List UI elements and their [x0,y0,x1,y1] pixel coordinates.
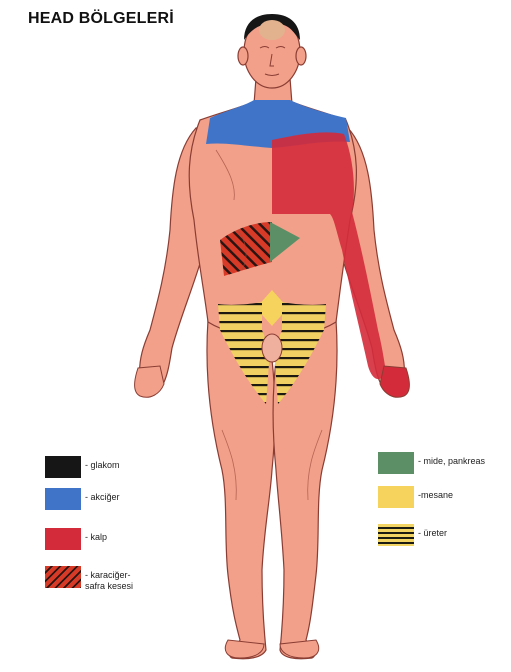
legend-swatch-heart [45,528,81,550]
left-hand [135,366,165,397]
legend-item-glaucoma: - glakom [45,456,120,478]
scalp [259,20,285,40]
legend-label-lung: - akciğer [85,492,120,503]
left-ear [238,47,248,65]
legend-swatch-liver [45,566,81,588]
legend-swatch-ureter [378,524,414,546]
legend-label-bladder: -mesane [418,490,453,501]
legend-label-heart: - kalp [85,532,107,543]
legend-item-liver: - karaciğer- safra kesesi [45,566,133,592]
legend-item-stomach: - mide, pankreas [378,452,485,474]
legend-label-ureter: - üreter [418,528,447,539]
legend-item-heart: - kalp [45,528,107,550]
legend-item-ureter: - üreter [378,524,447,546]
legend-swatch-bladder [378,486,414,508]
right-hand [380,366,410,397]
right-ear [296,47,306,65]
legend-item-lung: - akciğer [45,488,120,510]
legend-label-stomach: - mide, pankreas [418,456,485,467]
legend-swatch-lung [45,488,81,510]
legend-item-bladder: -mesane [378,486,453,508]
genitals [262,334,282,362]
legend-swatch-stomach [378,452,414,474]
legend-label-glaucoma: - glakom [85,460,120,471]
legend-swatch-glaucoma [45,456,81,478]
legend-label-liver: - karaciğer- safra kesesi [85,570,133,592]
